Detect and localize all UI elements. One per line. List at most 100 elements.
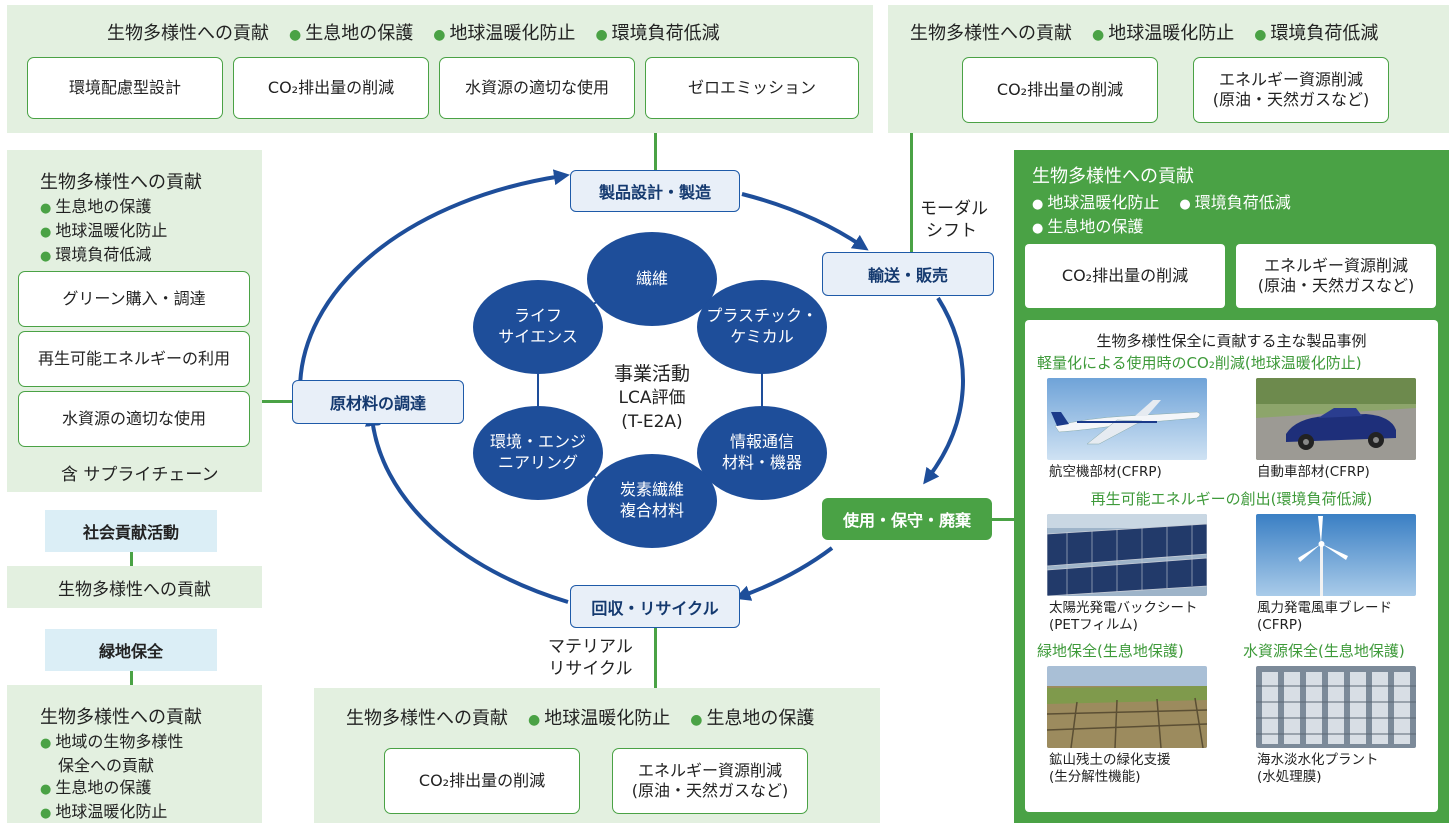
warming-label: 地球温暖化防止 bbox=[55, 802, 168, 821]
product-caption-aircraft: 航空機部材(CFRP) bbox=[1049, 464, 1162, 480]
lifecycle-arrows bbox=[298, 169, 965, 604]
stage-use-maintenance: 使用・保守・廃棄 bbox=[822, 498, 992, 540]
stage-transport-sales: 輸送・販売 bbox=[822, 252, 994, 296]
circle-carbon-fiber: 炭素繊維複合材料 bbox=[587, 454, 717, 548]
env-load-label: 環境負荷低減 bbox=[55, 245, 152, 264]
bullet-icon: ● bbox=[1092, 27, 1105, 43]
plastics-label-line1: プラスチック・ bbox=[706, 306, 818, 326]
env-eng-label-line2: ニアリング bbox=[497, 453, 578, 472]
wind-caption-line2: (CFRP) bbox=[1257, 617, 1303, 633]
plastics-label-line2: ケミカル bbox=[730, 327, 794, 346]
right-panel-header: 生物多様性への貢献 bbox=[1032, 166, 1194, 187]
social-text: 生物多様性への貢献 bbox=[58, 579, 211, 600]
connector-top-right bbox=[910, 133, 913, 253]
habitat-label: 生息地の保護 bbox=[305, 23, 414, 44]
modal-line1: モーダル bbox=[920, 199, 988, 219]
center-line2: LCA評価 bbox=[618, 388, 686, 408]
habitat-label: 生息地の保護 bbox=[1047, 217, 1144, 236]
green-procurement-box: グリーン購入・調達 bbox=[18, 271, 250, 327]
circle-fiber: 繊維 bbox=[587, 232, 717, 326]
connector-bottom bbox=[654, 628, 657, 688]
bullet-icon: ● bbox=[1254, 27, 1267, 43]
warming-label: 地球温暖化防止 bbox=[1108, 23, 1235, 44]
connector-left bbox=[262, 400, 292, 403]
co2-reduction-box: CO₂排出量の削減 bbox=[233, 57, 429, 119]
solar-panel-photo bbox=[1047, 514, 1207, 596]
bullet-icon: ● bbox=[433, 27, 446, 43]
product-caption-desalination: 海水淡水化プラント (水処理膜) bbox=[1257, 752, 1379, 786]
top-left-header: 生物多様性への貢献●生息地の保護●地球温暖化防止●環境負荷低減 bbox=[107, 19, 720, 45]
bullet-icon: ● bbox=[595, 27, 608, 43]
right-panel-bullets: ●地球温暖化防止●環境負荷低減 ●生息地の保護 bbox=[1032, 192, 1291, 240]
greenland-header: 生物多様性への貢献 bbox=[40, 707, 202, 728]
bullet-icon: ● bbox=[40, 249, 52, 264]
center-line3: (T-E2A) bbox=[621, 412, 683, 432]
circle-life-science: ライフサイエンス bbox=[473, 280, 603, 374]
connector-greenland bbox=[130, 671, 133, 685]
warming-label: 地球温暖化防止 bbox=[55, 221, 168, 240]
left-panel-bullets: ●生息地の保護 ●地球温暖化防止 ●環境負荷低減 bbox=[40, 196, 167, 268]
bullet-icon: ● bbox=[1032, 197, 1044, 212]
desalination-plant-photo bbox=[1256, 666, 1416, 748]
connector-top-left bbox=[654, 133, 657, 170]
mine-greening-photo bbox=[1047, 666, 1207, 748]
right-panel: 生物多様性への貢献 ●地球温暖化防止●環境負荷低減 ●生息地の保護 CO₂排出量… bbox=[1014, 150, 1449, 823]
top-right-panel: 生物多様性への貢献●地球温暖化防止●環境負荷低減 CO₂排出量の削減 エネルギー… bbox=[888, 5, 1449, 133]
zero-emission-box: ゼロエミッション bbox=[645, 57, 859, 119]
habitat-label: 生息地の保護 bbox=[55, 778, 152, 797]
bullet-icon: ● bbox=[40, 736, 52, 751]
it-label-line2: 材料・機器 bbox=[721, 453, 802, 472]
airplane-photo bbox=[1047, 378, 1207, 460]
left-panel: 生物多様性への貢献 ●生息地の保護 ●地球温暖化防止 ●環境負荷低減 グリーン購… bbox=[7, 150, 262, 492]
connector-right bbox=[992, 518, 1014, 521]
local-biodiversity-label: 地域の生物多様性 bbox=[55, 732, 184, 751]
top-right-header: 生物多様性への貢献●地球温暖化防止●環境負荷低減 bbox=[910, 19, 1378, 45]
bullet-icon: ● bbox=[690, 712, 703, 728]
product-caption-wind: 風力発電風車ブレード (CFRP) bbox=[1257, 600, 1392, 634]
modal-line2: シフト bbox=[926, 221, 977, 241]
social-panel: 生物多様性への貢献 bbox=[7, 566, 262, 608]
bullet-icon: ● bbox=[40, 782, 52, 797]
circle-plastics-chemicals: プラスチック・ケミカル bbox=[697, 280, 827, 374]
energy-line2: (原油・天然ガスなど) bbox=[1257, 276, 1415, 295]
eco-design-box: 環境配慮型設計 bbox=[27, 57, 223, 119]
product-examples-title: 生物多様性保全に貢献する主な製品事例 bbox=[1096, 332, 1367, 350]
warming-label: 地球温暖化防止 bbox=[1047, 193, 1160, 212]
section-water: 水資源保全(生息地保護) bbox=[1243, 642, 1405, 660]
life-label-line1: ライフ bbox=[513, 306, 562, 326]
energy-reduction-box: エネルギー資源削減 (原油・天然ガスなど) bbox=[612, 748, 808, 814]
bullet-icon: ● bbox=[1032, 221, 1044, 236]
product-caption-solar: 太陽光発電バックシート (PETフィルム) bbox=[1049, 600, 1198, 634]
solar-caption-line1: 太陽光発電バックシート bbox=[1049, 600, 1198, 616]
mine-caption-line2: (生分解性機能) bbox=[1049, 769, 1141, 785]
co2-reduction-box: CO₂排出量の削減 bbox=[962, 57, 1158, 123]
biodiversity-label: 生物多様性への貢献 bbox=[346, 708, 508, 729]
water-use-box: 水資源の適切な使用 bbox=[18, 391, 250, 447]
energy-line1: エネルギー資源削減 bbox=[637, 761, 782, 780]
env-load-label: 環境負荷低減 bbox=[611, 23, 720, 44]
bottom-panel: 生物多様性への貢献●地球温暖化防止●生息地の保護 CO₂排出量の削減 エネルギー… bbox=[314, 688, 880, 823]
biodiversity-label: 生物多様性への貢献 bbox=[107, 23, 269, 44]
material-recycle-label: マテリアル リサイクル bbox=[548, 636, 633, 680]
greenland-label: 緑地保全 bbox=[45, 629, 217, 671]
env-eng-label-line1: 環境・エンジ bbox=[489, 432, 586, 452]
material-line1: マテリアル bbox=[548, 637, 633, 657]
stage-procurement: 原材料の調達 bbox=[292, 380, 464, 424]
supply-chain-label: 含 サプライチェーン bbox=[61, 465, 219, 485]
habitat-label: 生息地の保護 bbox=[55, 197, 152, 216]
energy-line1: エネルギー資源削減 bbox=[1218, 70, 1363, 89]
section-greenland: 緑地保全(生息地保護) bbox=[1037, 642, 1184, 660]
bullet-icon: ● bbox=[1179, 197, 1191, 212]
energy-reduction-box: エネルギー資源削減 (原油・天然ガスなど) bbox=[1193, 57, 1389, 123]
bullet-icon: ● bbox=[528, 712, 541, 728]
product-caption-automobile: 自動車部材(CFRP) bbox=[1257, 464, 1370, 480]
energy-line2: (原油・天然ガスなど) bbox=[631, 781, 789, 800]
stage-design-manufacturing: 製品設計・製造 bbox=[570, 170, 740, 212]
modal-shift-label: モーダル シフト bbox=[920, 198, 988, 242]
env-load-label: 環境負荷低減 bbox=[1194, 193, 1291, 212]
circle-it-materials: 情報通信材料・機器 bbox=[697, 406, 827, 500]
wind-caption-line1: 風力発電風車ブレード bbox=[1257, 600, 1392, 616]
env-load-label: 環境負荷低減 bbox=[1270, 23, 1379, 44]
it-label-line1: 情報通信 bbox=[729, 432, 794, 452]
co2-reduction-box: CO₂排出量の削減 bbox=[384, 748, 580, 814]
